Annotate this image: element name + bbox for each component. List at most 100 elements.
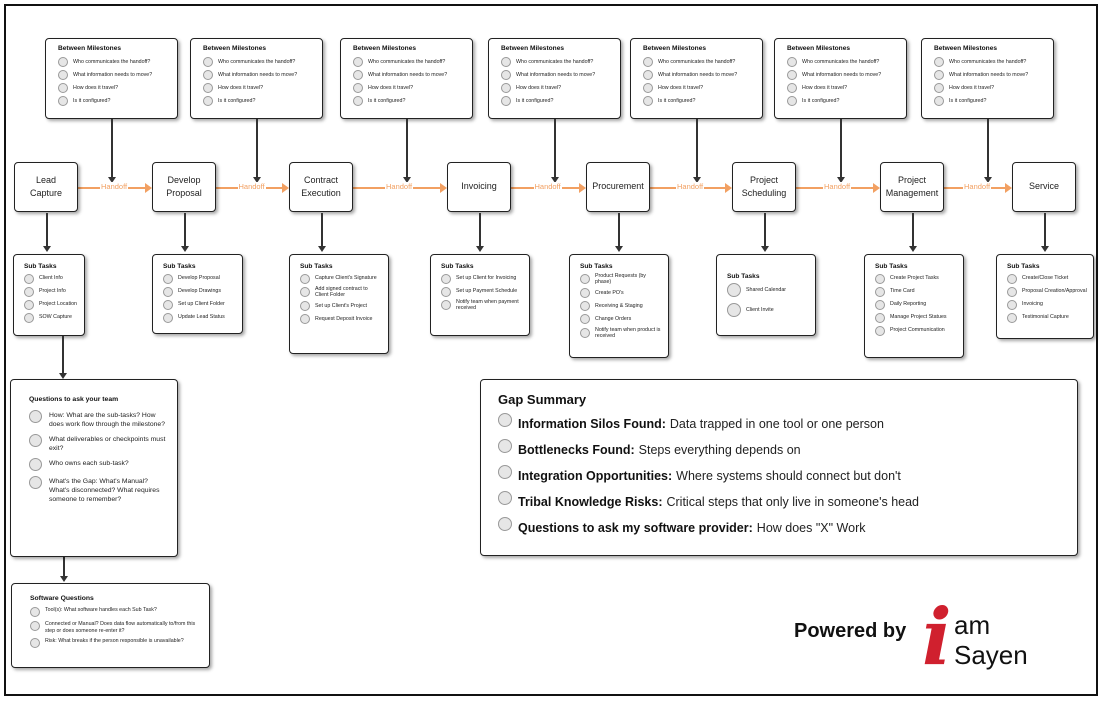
milestone-question-item[interactable]: Is it configured? [58,94,171,107]
gap-summary-item[interactable]: Questions to ask my software provider: H… [498,517,1067,538]
sub-task-item[interactable]: SOW Capture [24,312,78,323]
milestone-question-item[interactable]: Is it configured? [787,94,900,107]
sub-task-item[interactable]: Set up Client for Invoicing [441,273,523,284]
software-question-item[interactable]: Connected or Manual? Does data flow auto… [30,621,203,634]
checkbox-circle-icon[interactable] [501,95,511,106]
milestone-question-item[interactable]: How does it travel? [643,82,756,95]
sub-task-item[interactable]: Request Deposit Invoice [300,314,382,325]
sub-task-item[interactable]: Project Location [24,299,78,310]
milestone-step-box[interactable]: Invoicing [447,162,511,212]
checkbox-circle-icon[interactable] [498,465,512,479]
checkbox-circle-icon[interactable] [300,301,310,312]
checkbox-circle-icon[interactable] [353,70,363,81]
milestone-question-item[interactable]: How does it travel? [203,82,316,95]
milestone-step-box[interactable]: Project Management [880,162,944,212]
checkbox-circle-icon[interactable] [29,476,42,490]
checkbox-circle-icon[interactable] [441,273,451,284]
team-question-item[interactable]: What deliverables or checkpoints must ex… [29,434,169,453]
checkbox-circle-icon[interactable] [441,286,451,297]
sub-task-item[interactable]: Client Invite [727,303,809,317]
checkbox-circle-icon[interactable] [29,434,42,448]
checkbox-circle-icon[interactable] [498,439,512,453]
milestone-step-box[interactable]: Lead Capture [14,162,78,212]
checkbox-circle-icon[interactable] [580,301,590,312]
checkbox-circle-icon[interactable] [643,82,653,93]
checkbox-circle-icon[interactable] [24,286,34,297]
software-question-item[interactable]: Risk: What breaks if the person responsi… [30,638,203,649]
milestone-step-box[interactable]: Develop Proposal [152,162,216,212]
checkbox-circle-icon[interactable] [58,57,68,68]
milestone-question-item[interactable]: Is it configured? [643,94,756,107]
sub-task-item[interactable]: Change Orders [580,314,662,325]
checkbox-circle-icon[interactable] [787,70,797,81]
milestone-question-item[interactable]: What information needs to move? [643,69,756,82]
sub-task-item[interactable]: Daily Reporting [875,299,957,310]
milestone-question-item[interactable]: Who communicates the handoff? [643,56,756,69]
checkbox-circle-icon[interactable] [643,57,653,68]
milestone-step-box[interactable]: Contract Execution [289,162,353,212]
checkbox-circle-icon[interactable] [787,82,797,93]
sub-task-item[interactable]: Update Lead Status [163,312,236,323]
checkbox-circle-icon[interactable] [1007,286,1017,297]
sub-task-item[interactable]: Set up Payment Schedule [441,286,523,297]
checkbox-circle-icon[interactable] [580,328,590,339]
checkbox-circle-icon[interactable] [727,303,741,317]
milestone-question-item[interactable]: Is it configured? [353,94,466,107]
checkbox-circle-icon[interactable] [1007,299,1017,310]
checkbox-circle-icon[interactable] [934,70,944,81]
sub-task-item[interactable]: Shared Calendar [727,283,809,297]
checkbox-circle-icon[interactable] [787,57,797,68]
checkbox-circle-icon[interactable] [30,607,40,617]
checkbox-circle-icon[interactable] [24,273,34,284]
checkbox-circle-icon[interactable] [203,82,213,93]
milestone-question-item[interactable]: Who communicates the handoff? [353,56,466,69]
checkbox-circle-icon[interactable] [498,413,512,427]
sub-task-item[interactable]: Time Card [875,286,957,297]
checkbox-circle-icon[interactable] [580,314,590,325]
team-question-item[interactable]: How: What are the sub-tasks? How does wo… [29,410,169,429]
team-question-item[interactable]: What's the Gap: What's Manual? What's di… [29,476,169,504]
checkbox-circle-icon[interactable] [580,288,590,299]
milestone-question-item[interactable]: How does it travel? [501,82,614,95]
milestone-question-item[interactable]: Who communicates the handoff? [934,56,1047,69]
checkbox-circle-icon[interactable] [934,57,944,68]
checkbox-circle-icon[interactable] [203,70,213,81]
milestone-question-item[interactable]: Who communicates the handoff? [58,56,171,69]
sub-task-item[interactable]: Set up Client Folder [163,299,236,310]
checkbox-circle-icon[interactable] [875,312,885,323]
checkbox-circle-icon[interactable] [441,300,451,311]
checkbox-circle-icon[interactable] [498,517,512,531]
sub-task-item[interactable]: Develop Drawings [163,286,236,297]
sub-task-item[interactable]: Project Communication [875,325,957,336]
checkbox-circle-icon[interactable] [501,70,511,81]
checkbox-circle-icon[interactable] [300,314,310,325]
sub-task-item[interactable]: Proposal Creation/Approval [1007,286,1087,297]
checkbox-circle-icon[interactable] [300,273,310,284]
checkbox-circle-icon[interactable] [353,57,363,68]
gap-summary-item[interactable]: Bottlenecks Found:Steps everything depen… [498,439,1067,460]
checkbox-circle-icon[interactable] [58,82,68,93]
milestone-question-item[interactable]: What information needs to move? [353,69,466,82]
milestone-question-item[interactable]: What information needs to move? [501,69,614,82]
checkbox-circle-icon[interactable] [580,274,590,285]
milestone-question-item[interactable]: What information needs to move? [58,69,171,82]
checkbox-circle-icon[interactable] [498,491,512,505]
checkbox-circle-icon[interactable] [24,312,34,323]
milestone-question-item[interactable]: Who communicates the handoff? [203,56,316,69]
sub-task-item[interactable]: Testimonial Capture [1007,312,1087,323]
sub-task-item[interactable]: Notify team when payment received [441,299,523,312]
checkbox-circle-icon[interactable] [163,299,173,310]
checkbox-circle-icon[interactable] [203,95,213,106]
milestone-question-item[interactable]: Is it configured? [501,94,614,107]
sub-task-item[interactable]: Manage Project Statues [875,312,957,323]
checkbox-circle-icon[interactable] [24,299,34,310]
milestone-step-box[interactable]: Project Scheduling [732,162,796,212]
milestone-question-item[interactable]: How does it travel? [58,82,171,95]
milestone-question-item[interactable]: What information needs to move? [203,69,316,82]
milestone-question-item[interactable]: Who communicates the handoff? [787,56,900,69]
sub-task-item[interactable]: Create PO's [580,288,662,299]
checkbox-circle-icon[interactable] [875,299,885,310]
checkbox-circle-icon[interactable] [875,286,885,297]
sub-task-item[interactable]: Product Requests (by phase) [580,273,662,286]
checkbox-circle-icon[interactable] [787,95,797,106]
